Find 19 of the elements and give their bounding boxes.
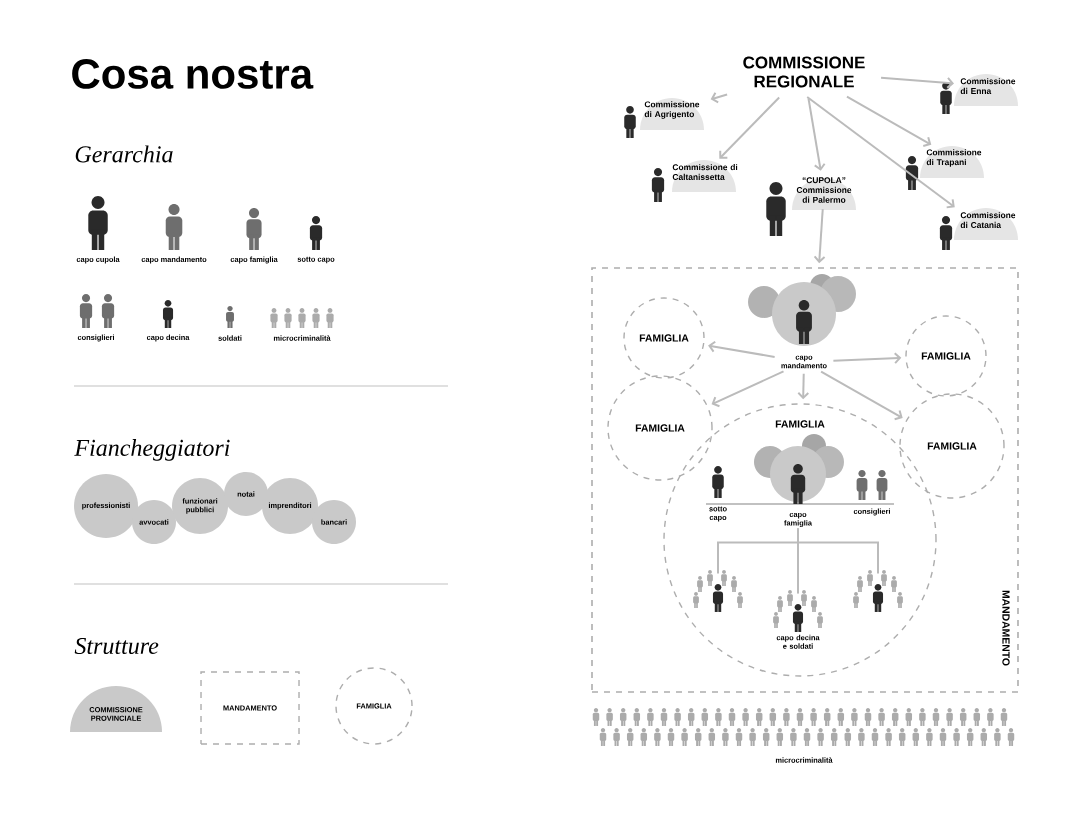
figure-group-drawing	[853, 569, 903, 612]
arrow	[807, 97, 826, 171]
title: Cosa nostra	[72, 59, 314, 89]
arrow	[708, 340, 776, 358]
figure-group-drawing	[693, 569, 743, 612]
arrow	[710, 91, 729, 104]
heading-text: COMMISSIONE REGIONALE	[743, 56, 865, 88]
arrow	[806, 95, 955, 209]
section-heading: Strutture	[74, 637, 159, 655]
arrow	[832, 352, 902, 365]
arrow	[719, 96, 781, 159]
arrow	[797, 372, 810, 400]
arrow	[711, 370, 785, 408]
arrow	[880, 76, 954, 89]
arrow	[845, 95, 932, 147]
arrow	[820, 370, 903, 421]
arrow	[813, 208, 826, 264]
section-heading: Fiancheggiatori	[74, 439, 230, 461]
section-heading: Gerarchia	[75, 145, 173, 163]
